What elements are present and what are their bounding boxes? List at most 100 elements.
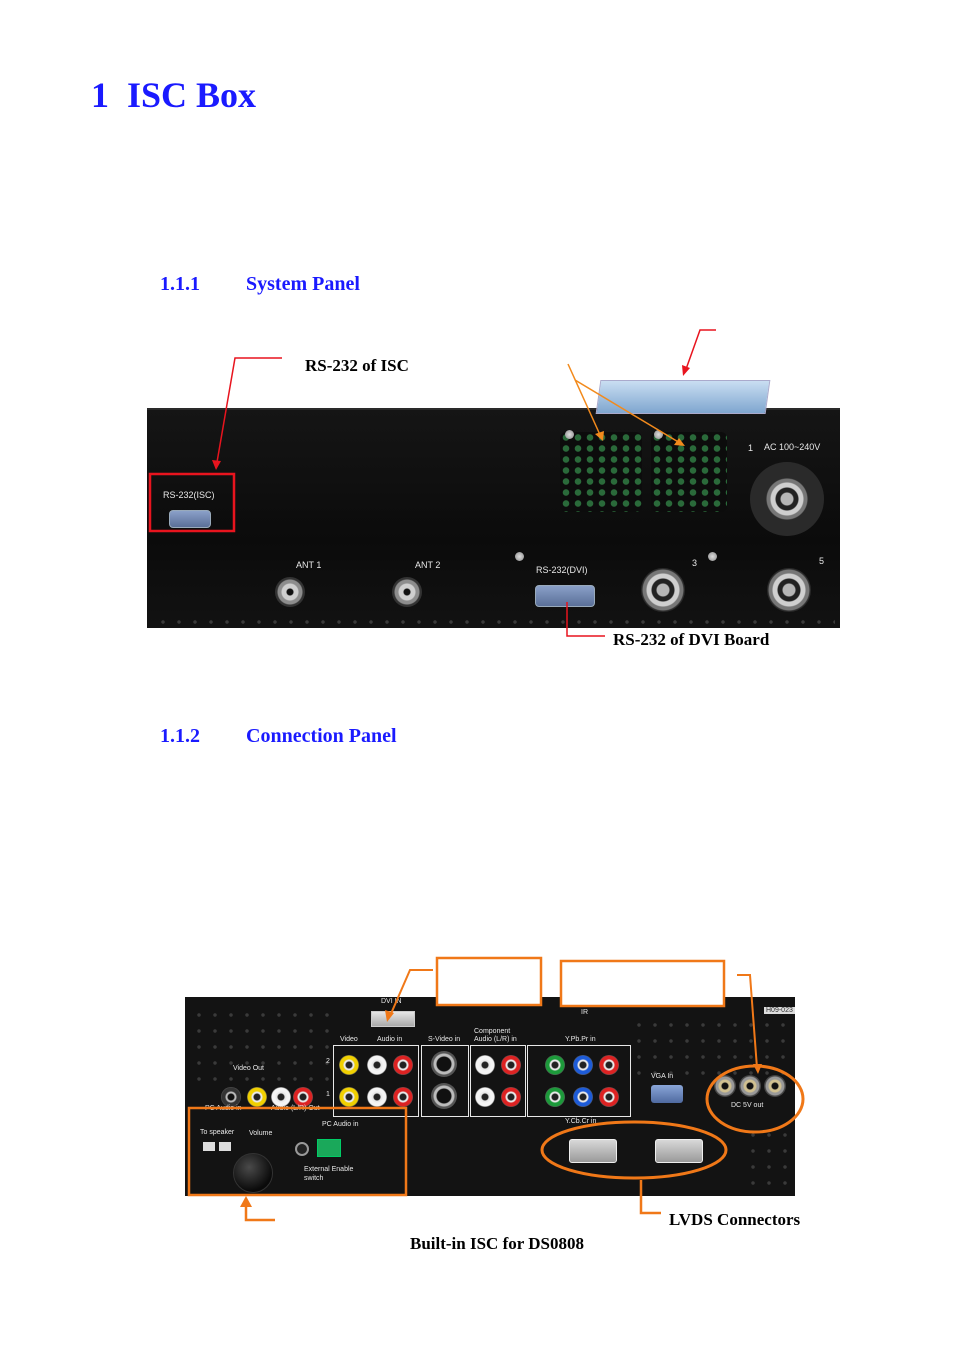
section-heading-connection-panel: 1.1.2 Connection Panel [160,725,500,751]
arrowhead [240,1196,252,1207]
perforation-area [745,1127,793,1187]
component-audio-label: Component Audio (L/R) in [474,1028,517,1043]
audio-lr-out-label: Audio (L/R) Out [271,1105,320,1112]
pc-audio-in-label-left: PC Audio in [205,1105,242,1112]
audio-control-leader [244,1200,275,1222]
ypbpr-pr-2[interactable] [599,1055,619,1075]
video-in-1[interactable] [339,1087,359,1107]
component-audio-l-2[interactable] [475,1055,495,1075]
volume-knob[interactable] [233,1153,273,1193]
lvds-connector-1[interactable] [569,1139,617,1163]
rs232-dvi-port[interactable] [535,585,595,607]
ypbpr-group [527,1045,631,1117]
dvi-in-connector[interactable] [371,1011,415,1027]
warn-1-label: 1 [748,443,754,453]
serial-label: H09-023 [764,1007,795,1014]
section-heading-system-panel: 1.1.1 System Panel [160,273,460,299]
ant1-connector[interactable] [275,577,305,607]
audio-out-l[interactable] [271,1087,291,1107]
video-out-jack[interactable] [221,1087,241,1107]
module-on-top [595,380,771,414]
pc-audio-in-label: PC Audio in [322,1121,359,1128]
component-audio-group [470,1045,526,1117]
ypbpr-in-label: Y.Pb.Pr in [565,1036,596,1043]
screw [708,552,717,561]
screw [515,552,524,561]
speaker-terminal-2[interactable] [219,1142,231,1151]
rs232-isc-port[interactable] [169,510,211,528]
circular-connector-5[interactable] [767,568,811,612]
ac-power-connector[interactable] [750,462,824,536]
fan-vent-right [651,432,727,512]
audio-out-r[interactable] [293,1087,313,1107]
ant1-label: ANT 1 [296,560,322,570]
row-1-label: 1 [326,1091,330,1098]
callout-lvds-connectors: LVDS Connectors [669,1210,801,1229]
dc5v-jack-1[interactable] [714,1075,736,1097]
chapter-title-text: ISC Box [127,75,257,115]
external-enable-label: External Enable switch [304,1166,354,1182]
perforation-area [631,1017,791,1077]
figure-caption: Built-in ISC for DS0808 [410,1234,584,1253]
ycbcr-y-1[interactable] [545,1087,565,1107]
svideo-in-label: S-Video in [428,1036,461,1043]
speaker-terminal-1[interactable] [203,1142,215,1151]
circular-connector-3[interactable] [641,568,685,612]
dvi-in-label: DVI IN [381,998,402,1005]
ycbcr-cr-1[interactable] [599,1087,619,1107]
section-title: System Panel [246,273,360,295]
svideo-group [421,1045,469,1117]
svideo-in-1[interactable] [431,1083,457,1109]
video-label: Video [340,1036,358,1043]
ypbpr-y-2[interactable] [545,1055,565,1075]
volume-label: Volume [249,1130,273,1137]
chapter-number: 1 [91,75,109,115]
vga-in-connector[interactable] [651,1085,683,1103]
video-in-2[interactable] [339,1055,359,1075]
warn-5-label: 5 [819,556,825,566]
rs232-isc-port-label: RS-232(ISC) [163,490,215,500]
dc5v-jack-3[interactable] [764,1075,786,1097]
lvds-connector-2[interactable] [655,1139,703,1163]
component-audio-r-2[interactable] [501,1055,521,1075]
callout-rs232-isc: RS-232 of ISC [305,356,409,375]
fan-vent-left [560,432,642,512]
screw [565,430,574,439]
dc5v-jack-2[interactable] [739,1075,761,1097]
perforation-area [191,1007,331,1087]
audio-in-r-1[interactable] [393,1087,413,1107]
audio-in-r-2[interactable] [393,1055,413,1075]
system-panel-photo: RS-232(ISC) ANT 1 ANT 2 RS-232(DVI) 1 AC… [147,408,840,628]
module-leader [684,329,716,373]
pc-audio-in-jack[interactable] [295,1142,309,1156]
ycbcr-cb-1[interactable] [573,1087,593,1107]
video-out-yellow[interactable] [247,1087,267,1107]
rs232-dvi-port-label: RS-232(DVI) [536,565,588,575]
section-number: 1.1.1 [160,273,200,295]
svideo-in-2[interactable] [431,1051,457,1077]
ycbcr-in-label: Y.Cb.Cr in [565,1118,597,1125]
warn-3-label: 3 [692,558,698,568]
section-title: Connection Panel [246,725,397,747]
audio-in-l-1[interactable] [367,1087,387,1107]
to-speaker-label: To speaker [200,1129,235,1136]
screw [654,430,663,439]
component-audio-r-1[interactable] [501,1087,521,1107]
component-audio-l-1[interactable] [475,1087,495,1107]
callout-rs232-dvi: RS-232 of DVI Board [613,630,770,649]
section-number: 1.1.2 [160,725,200,747]
audio-in-label: Audio in [377,1036,403,1043]
audio-in-l-2[interactable] [367,1055,387,1075]
arrowhead [682,365,690,376]
perforation-row [155,614,835,624]
external-enable-terminal[interactable] [317,1139,341,1157]
ypbpr-pb-2[interactable] [573,1055,593,1075]
ir-label: IR [581,1009,588,1016]
chapter-title: 1 ISC Box [91,74,256,116]
dc5v-out-label: DC 5V out [731,1102,764,1109]
video-out-label: Video Out [233,1065,265,1072]
ant2-label: ANT 2 [415,560,441,570]
ant2-connector[interactable] [392,577,422,607]
ac-input-label: AC 100~240V [764,442,821,452]
connection-panel-photo: H09-023 DVI IN IR Video Audio in 2 1 S-V… [185,997,795,1196]
